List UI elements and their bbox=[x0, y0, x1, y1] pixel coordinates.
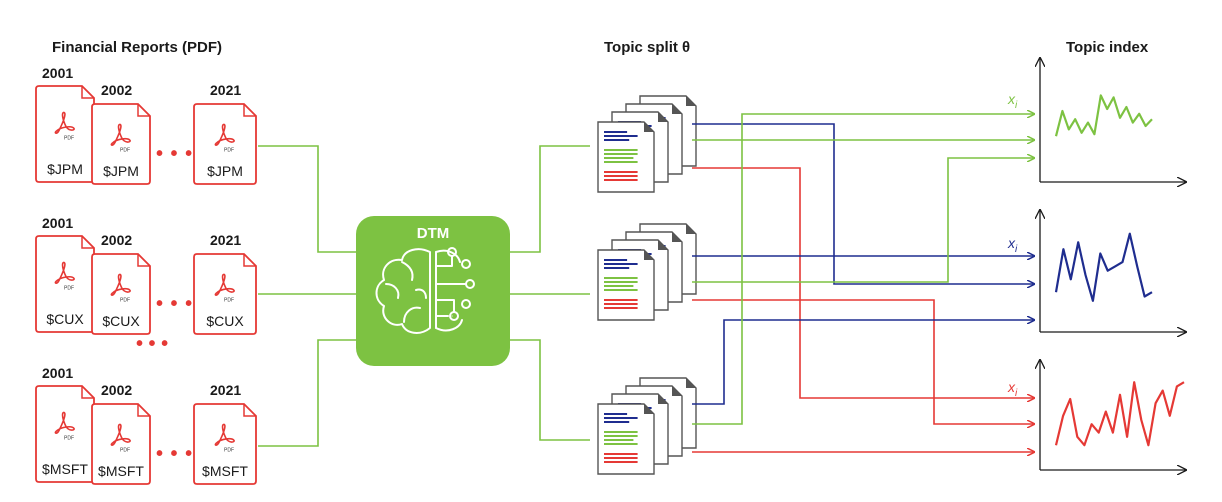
topic-document-stack bbox=[597, 223, 697, 321]
topic-index-series-line bbox=[1054, 94, 1153, 137]
document-page-icon bbox=[597, 403, 655, 475]
topic-index-series-line bbox=[1054, 232, 1153, 302]
topic-document-stack bbox=[597, 95, 697, 193]
topic-index-chart-green: xi bbox=[1007, 58, 1186, 182]
second-ticker-label: $JPM bbox=[103, 163, 139, 179]
second-ticker-label: $CUX bbox=[102, 313, 140, 329]
second-pdf-tag: PDF bbox=[120, 297, 130, 303]
index-label-subscript: i bbox=[1015, 388, 1018, 399]
second-pdf-file-icon: PDF $CUX bbox=[91, 253, 151, 335]
first-pdf-file-icon: PDF $CUX bbox=[35, 235, 95, 333]
document-page-icon bbox=[597, 121, 655, 193]
dtm-label: DTM bbox=[417, 225, 450, 242]
second-pdf-file-icon: PDF $JPM bbox=[91, 103, 151, 185]
horizontal-ellipsis: • • • bbox=[156, 143, 193, 165]
year-second-label: 2002 bbox=[101, 382, 132, 398]
first-pdf-tag: PDF bbox=[64, 285, 74, 291]
topic-index-chart-blue: xi bbox=[1007, 210, 1186, 332]
topic-document-stacks bbox=[597, 95, 697, 475]
first-pdf-file-icon: PDF $JPM bbox=[35, 85, 95, 183]
second-pdf-tag: PDF bbox=[120, 447, 130, 453]
index-label-subscript: i bbox=[1015, 100, 1018, 111]
year-last-label: 2021 bbox=[210, 82, 241, 98]
horizontal-ellipsis: • • • bbox=[156, 443, 193, 465]
route-s1-red bbox=[692, 167, 1034, 398]
year-first-label: 2001 bbox=[42, 65, 73, 81]
year-second-label: 2002 bbox=[101, 232, 132, 248]
topic-document-stack bbox=[597, 377, 697, 475]
index-label-base: x bbox=[1007, 91, 1016, 107]
last-pdf-file-icon: PDF $JPM bbox=[193, 103, 257, 185]
last-pdf-tag: PDF bbox=[224, 147, 234, 153]
document-page-icon bbox=[597, 249, 655, 321]
index-label-base: x bbox=[1007, 235, 1016, 251]
first-pdf-tag: PDF bbox=[64, 135, 74, 141]
first-ticker-label: $JPM bbox=[47, 161, 83, 177]
last-ticker-label: $MSFT bbox=[202, 463, 248, 479]
year-last-label: 2021 bbox=[210, 382, 241, 398]
index-label-subscript: i bbox=[1015, 244, 1018, 255]
index-label: xi bbox=[1007, 379, 1018, 399]
topic-split-title: Topic split θ bbox=[604, 39, 690, 56]
dtm-background bbox=[356, 216, 510, 366]
year-first-label: 2001 bbox=[42, 215, 73, 231]
circuit-nodes bbox=[447, 247, 475, 321]
last-pdf-file-icon: PDF $CUX bbox=[193, 253, 257, 335]
route-s2-green bbox=[692, 158, 1034, 283]
last-pdf-file-icon: PDF $MSFT bbox=[193, 403, 257, 485]
second-ticker-label: $MSFT bbox=[98, 463, 144, 479]
last-pdf-tag: PDF bbox=[224, 447, 234, 453]
last-ticker-label: $CUX bbox=[206, 313, 244, 329]
year-first-label: 2001 bbox=[42, 365, 73, 381]
horizontal-ellipsis: • • • bbox=[156, 293, 193, 315]
year-last-label: 2021 bbox=[210, 232, 241, 248]
route-s1-blue bbox=[692, 123, 1034, 284]
routing-lines bbox=[692, 114, 1034, 452]
vertical-ellipsis: • • • bbox=[136, 333, 168, 355]
last-ticker-label: $JPM bbox=[207, 163, 243, 179]
index-label-base: x bbox=[1007, 379, 1016, 395]
year-second-label: 2002 bbox=[101, 82, 132, 98]
first-pdf-file-icon: PDF $MSFT bbox=[35, 385, 95, 483]
topic-index-series-line bbox=[1054, 381, 1185, 447]
topic-index-chart-red: xi bbox=[1007, 360, 1186, 470]
index-label: xi bbox=[1007, 235, 1018, 255]
index-label: xi bbox=[1007, 91, 1018, 111]
topic-index-title: Topic index bbox=[1066, 39, 1149, 56]
route-s3-blue bbox=[692, 320, 1034, 405]
route-s3-green bbox=[692, 114, 1034, 425]
reports-title: Financial Reports (PDF) bbox=[52, 39, 222, 56]
last-pdf-tag: PDF bbox=[224, 297, 234, 303]
first-ticker-label: $MSFT bbox=[42, 461, 88, 477]
dtm-model-box: DTM bbox=[356, 216, 510, 366]
brain-circuit-icon bbox=[375, 248, 467, 334]
first-ticker-label: $CUX bbox=[46, 311, 84, 327]
first-pdf-tag: PDF bbox=[64, 435, 74, 441]
second-pdf-file-icon: PDF $MSFT bbox=[91, 403, 151, 485]
green-connectors bbox=[258, 145, 590, 447]
second-pdf-tag: PDF bbox=[120, 147, 130, 153]
route-s2-red bbox=[692, 299, 1034, 424]
